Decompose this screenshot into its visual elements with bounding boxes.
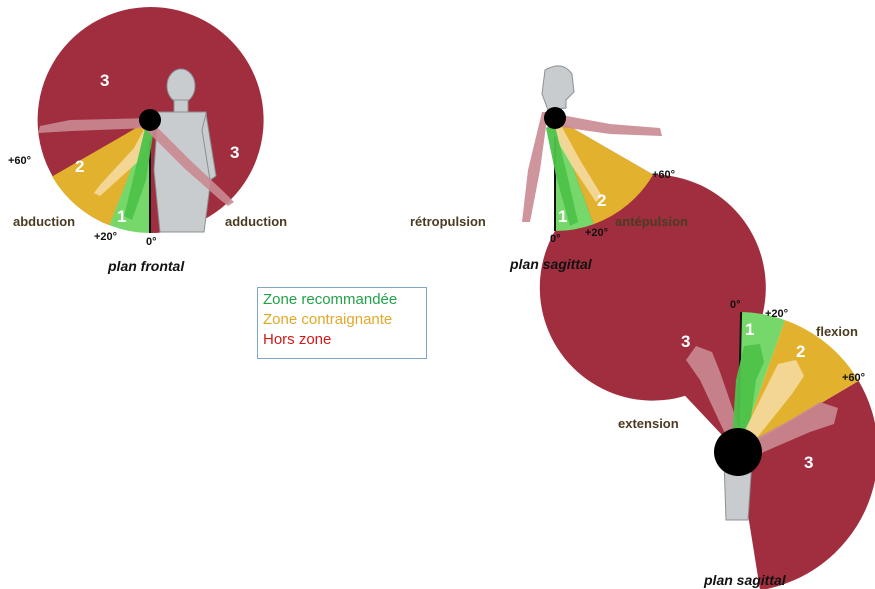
legend-item-recommended: Zone recommandée — [263, 290, 426, 310]
frontal-abduction-label: abduction — [13, 214, 75, 229]
sagittal-zone1-label: 1 — [558, 207, 567, 226]
zone-legend: Zone recommandée Zone contraignante Hors… — [257, 287, 427, 359]
legend-item-out-of-zone: Hors zone — [263, 330, 426, 350]
sagittal-body-figure — [542, 66, 574, 110]
neck-angle-0: 0° — [730, 299, 741, 311]
neck-zone3-label-front: 3 — [804, 453, 813, 472]
frontal-angle-60: +60° — [8, 155, 31, 167]
sagittal-zone3-label-left: 3 — [494, 149, 503, 168]
sagittal-angle-0: 0° — [550, 233, 561, 245]
sagittal-retropulsion-label: rétropulsion — [410, 214, 486, 229]
sagittal-zone2-label: 2 — [597, 191, 606, 210]
neck-caption: plan sagittal — [703, 572, 787, 588]
neck-diagram: 3 3 2 1 0° +20° +60° flexion extension p… — [618, 299, 875, 589]
frontal-zone3-label-right: 3 — [230, 143, 239, 162]
frontal-angle-20: +20° — [94, 231, 117, 243]
frontal-caption: plan frontal — [107, 258, 185, 274]
sagittal-zone3-label-upper: 3 — [612, 81, 621, 100]
neck-joint — [714, 428, 762, 476]
neck-angle-60: +60° — [842, 372, 865, 384]
frontal-zone3-label-left: 3 — [100, 71, 109, 90]
neck-zone3-label-back: 3 — [681, 332, 690, 351]
legend-item-constraining: Zone contraignante — [263, 310, 426, 330]
frontal-adduction-label: adduction — [225, 214, 287, 229]
frontal-shoulder-joint — [139, 109, 161, 131]
sagittal-torso-back — [522, 112, 548, 222]
sagittal-angle-20: +20° — [585, 227, 608, 239]
neck-flexion-label: flexion — [816, 324, 858, 339]
sagittal-shoulder-joint — [544, 107, 566, 129]
frontal-angle-0: 0° — [146, 236, 157, 248]
sagittal-antepulsion-label: antépulsion — [615, 214, 688, 229]
sagittal-angle-60: +60° — [652, 169, 675, 181]
neck-angle-20: +20° — [765, 308, 788, 320]
frontal-zone2-label: 2 — [75, 157, 84, 176]
frontal-zone1-label: 1 — [117, 207, 126, 226]
neck-extension-label: extension — [618, 416, 679, 431]
sagittal-caption: plan sagittal — [509, 256, 593, 272]
neck-zone2-label: 2 — [796, 342, 805, 361]
frontal-diagram: 3 3 2 1 +60° +20° 0° abduction adduction… — [8, 7, 287, 274]
neck-zone1-label: 1 — [745, 320, 754, 339]
